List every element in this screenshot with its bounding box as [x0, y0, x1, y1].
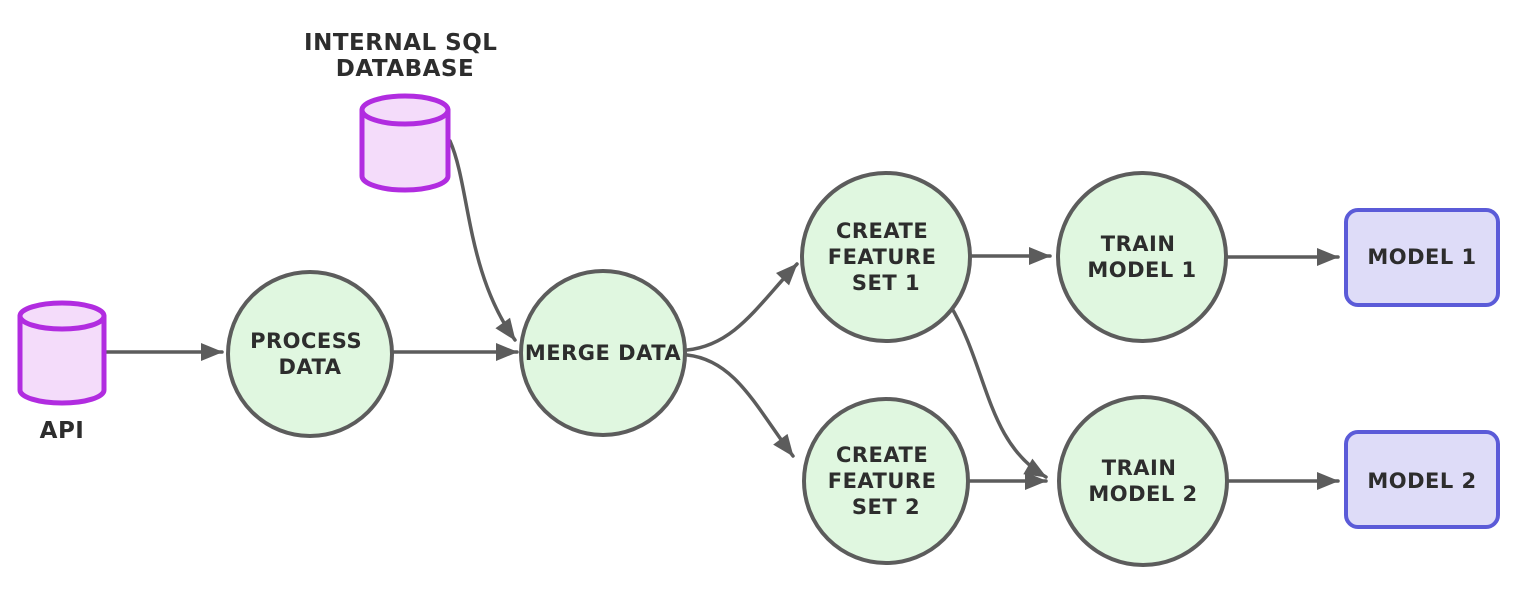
merge-data-label: MERGE DATA	[525, 341, 682, 365]
api-cylinder-body	[17, 313, 107, 406]
node-process-data[interactable]: PROCESS DATA	[226, 270, 394, 438]
train-model-2-label: TRAIN MODEL 2	[1088, 456, 1197, 506]
node-internal-sql-database[interactable]: INTERNAL SQL DATABASE	[304, 30, 506, 193]
internal-sql-database-cylinder-top	[359, 93, 451, 127]
process-data-circle	[226, 270, 394, 438]
edge-merge-data-to-create-feature-set-2[interactable]	[685, 353, 795, 458]
model-1-box	[1344, 208, 1500, 307]
train-model-2-circle	[1057, 395, 1229, 567]
model-2-box	[1344, 430, 1500, 529]
edge-merge-data-to-create-feature-set-1[interactable]	[685, 262, 799, 352]
node-create-feature-set-2[interactable]: CREATE FEATURE SET 2	[802, 397, 970, 565]
node-train-model-2[interactable]: TRAIN MODEL 2	[1057, 395, 1229, 567]
edge-internal-sql-database-to-merge-data[interactable]	[448, 139, 517, 342]
model-1-label: MODEL 1	[1367, 245, 1476, 269]
train-model-1-circle	[1056, 171, 1228, 343]
node-model-2[interactable]: MODEL 2	[1344, 430, 1500, 529]
create-feature-set-1-label: CREATE FEATURE SET 1	[828, 219, 945, 295]
edges	[102, 139, 1340, 490]
node-train-model-1[interactable]: TRAIN MODEL 1	[1056, 171, 1228, 343]
node-api[interactable]: API	[17, 300, 107, 444]
node-model-1[interactable]: MODEL 1	[1344, 208, 1500, 307]
api-cylinder-top	[17, 300, 107, 332]
create-feature-set-2-label: CREATE FEATURE SET 2	[828, 443, 945, 519]
node-merge-data[interactable]: MERGE DATA	[519, 269, 687, 437]
create-feature-set-2-circle	[802, 397, 970, 565]
model-2-label: MODEL 2	[1367, 469, 1476, 493]
api-label: API	[40, 418, 85, 444]
process-data-label: PROCESS DATA	[250, 329, 370, 379]
train-model-1-label: TRAIN MODEL 1	[1087, 232, 1196, 282]
internal-sql-database-label: INTERNAL SQL DATABASE	[304, 30, 506, 82]
merge-data-circle	[519, 269, 687, 437]
create-feature-set-1-circle	[800, 171, 972, 343]
internal-sql-database-cylinder-body	[359, 107, 451, 193]
node-create-feature-set-1[interactable]: CREATE FEATURE SET 1	[800, 171, 972, 343]
edge-create-feature-set-1-to-train-model-2[interactable]	[948, 303, 1048, 479]
